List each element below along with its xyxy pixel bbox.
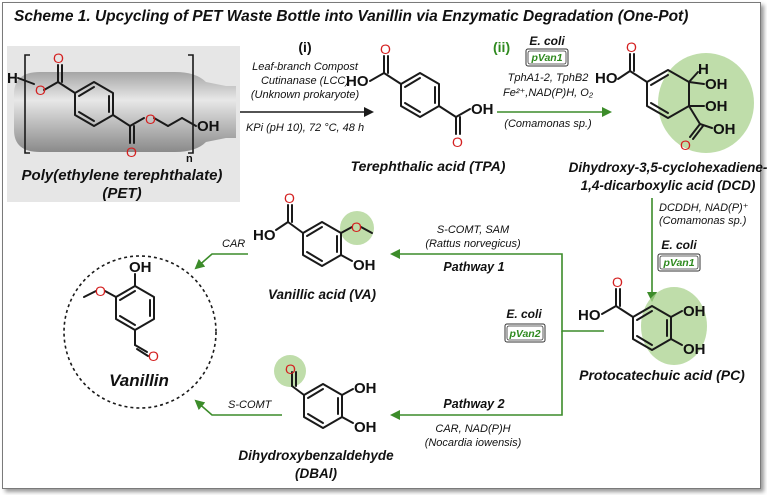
pc-ho: HO bbox=[578, 307, 601, 324]
pc-name: Protocatechuic acid (PC) bbox=[579, 367, 745, 383]
pet-right-bracket bbox=[188, 54, 194, 154]
dbal-name-line1: Dihydroxybenzaldehyde bbox=[238, 448, 394, 463]
pc-o: O bbox=[612, 274, 623, 290]
dcd-o-top: O bbox=[626, 39, 637, 55]
pet-o-chain: O bbox=[145, 111, 156, 127]
pet-o-top: O bbox=[53, 50, 64, 66]
dbal-vanillin-arrow bbox=[194, 399, 282, 416]
dbal-oh-1: OH bbox=[354, 380, 377, 397]
step-ii-label: (ii) bbox=[493, 39, 510, 55]
va-oh: OH bbox=[353, 257, 376, 274]
dbal-name-line2: (DBAl) bbox=[295, 466, 337, 481]
va-vanillin-enzyme: CAR bbox=[222, 238, 245, 250]
pathway-1-arrow bbox=[390, 249, 604, 332]
step-dcd-to-pc: DCDDH, NAD(P)⁺ (Comamonas sp.) E. coli p… bbox=[647, 198, 749, 302]
dbal-o: O bbox=[285, 361, 296, 377]
dcd-pc-host: E. coli bbox=[661, 238, 697, 252]
pet-oh-end: OH bbox=[197, 118, 220, 135]
step-i-enzyme-2: Cutinanase (LCC) bbox=[261, 75, 349, 87]
dbal-benzene-ring bbox=[303, 383, 343, 429]
dcd-h: H bbox=[698, 61, 709, 78]
step-i-organism: (Unknown prokaryote) bbox=[251, 89, 360, 101]
pc-highlight bbox=[641, 287, 707, 365]
vanillin-name: Vanillin bbox=[109, 371, 169, 390]
dbal-structure: O OH OH Dihydroxybenzaldehyde (DBAl) bbox=[238, 355, 394, 481]
pathway-2-enzymes: CAR, NAD(P)H bbox=[435, 423, 510, 435]
dcd-cooh-oh: OH bbox=[713, 121, 736, 138]
vanillin-dashed-circle bbox=[63, 255, 217, 409]
step-ii-enzymes: TphA1-2, TphB2 bbox=[508, 72, 589, 84]
step-ii-organism: (Comamonas sp.) bbox=[504, 118, 592, 130]
va-highlight bbox=[340, 211, 374, 245]
va-ho: HO bbox=[253, 227, 276, 244]
vanillin-benzene-ring bbox=[115, 285, 155, 331]
branch-arrows: E. coli pVan2 S-COMT, SAM (Rattus norveg… bbox=[390, 224, 604, 449]
tpa-benzene-ring bbox=[400, 72, 440, 118]
pet-n-label: n bbox=[186, 153, 193, 165]
va-structure: O HO O OH Vanillic acid (VA) bbox=[253, 190, 377, 302]
va-vanillin-arrow bbox=[194, 253, 248, 270]
to-vanillin-arrows: CAR S-COMT bbox=[194, 238, 282, 416]
dcd-pc-enzyme: DCDDH, NAD(P)⁺ bbox=[659, 202, 749, 214]
step-ii-cofactors: Fe²⁺,NAD(P)H, O₂ bbox=[503, 87, 594, 99]
dcd-name-line1: Dihydroxy-3,5-cyclohexadiene- bbox=[569, 160, 767, 175]
dcd-pc-organism: (Comamonas sp.) bbox=[659, 215, 747, 227]
pc-structure: O HO OH OH Protocatechuic acid (PC) bbox=[578, 274, 745, 383]
pet-h-end: H bbox=[7, 70, 18, 87]
dcd-structure: O HO H OH OH OH O Dihydroxy-3,5-cyclohex… bbox=[569, 39, 767, 193]
pathway-1-enzymes: S-COMT, SAM bbox=[437, 224, 510, 236]
step-i-enzyme-1: Leaf-branch Compost bbox=[252, 61, 359, 73]
step-i-label: (i) bbox=[298, 39, 311, 55]
pet-bottle-image bbox=[14, 72, 236, 152]
vanillin-oh: OH bbox=[129, 259, 152, 276]
step-ii-plasmid: pVan1 bbox=[530, 52, 562, 64]
pathway-2-organism: (Nocardia iowensis) bbox=[425, 437, 522, 449]
va-name: Vanillic acid (VA) bbox=[268, 287, 377, 302]
dcd-o-bottom: O bbox=[680, 137, 691, 153]
tpa-oh: OH bbox=[471, 101, 494, 118]
tpa-ho: HO bbox=[346, 73, 369, 90]
pc-oh-2: OH bbox=[683, 341, 706, 358]
pet-abbrev: (PET) bbox=[102, 185, 141, 202]
pet-structure: O O O O H OH n Poly(ethylene terephthala… bbox=[7, 46, 240, 202]
tpa-o-bottom: O bbox=[452, 134, 463, 150]
step-ii-host: E. coli bbox=[529, 34, 565, 48]
pathway-2-arrow bbox=[390, 331, 563, 420]
pc-oh-1: OH bbox=[683, 303, 706, 320]
va-benzene-ring bbox=[302, 221, 342, 267]
scheme-title: Scheme 1. Upcycling of PET Waste Bottle … bbox=[14, 8, 688, 25]
pathway-1-label: Pathway 1 bbox=[443, 260, 504, 274]
vanillin-o-methoxy: O bbox=[95, 283, 106, 299]
pathway-2-label: Pathway 2 bbox=[443, 397, 504, 411]
dcd-name-line2: 1,4-dicarboxylic acid (DCD) bbox=[581, 178, 756, 193]
dcd-pc-plasmid: pVan1 bbox=[662, 257, 694, 269]
tpa-name: Terephthalic acid (TPA) bbox=[351, 158, 506, 174]
dcd-oh-1: OH bbox=[705, 76, 728, 93]
vanillin-structure: OH O O Vanillin bbox=[63, 255, 217, 409]
pet-left-bracket bbox=[24, 54, 30, 154]
tpa-structure: O HO O OH Terephthalic acid (TPA) bbox=[346, 41, 506, 174]
dcd-oh-2: OH bbox=[705, 98, 728, 115]
pet-o-bottom: O bbox=[126, 144, 137, 160]
step-i-conditions: KPi (pH 10), 72 °C, 48 h bbox=[246, 122, 364, 134]
pet-name: Poly(ethylene terephthalate) bbox=[22, 167, 223, 184]
dcd-ho: HO bbox=[595, 70, 618, 87]
tpa-o-top: O bbox=[380, 41, 391, 57]
pet-o-link: O bbox=[35, 82, 46, 98]
branch-plasmid: pVan2 bbox=[508, 328, 540, 340]
dbal-vanillin-enzyme: S-COMT bbox=[228, 399, 273, 411]
branch-host: E. coli bbox=[506, 307, 542, 321]
va-o-methoxy: O bbox=[351, 219, 362, 235]
dbal-oh-2: OH bbox=[354, 419, 377, 436]
vanillin-o-aldehyde: O bbox=[148, 348, 159, 364]
step-ii: (ii) E. coli pVan1 TphA1-2, TphB2 Fe²⁺,N… bbox=[493, 34, 612, 130]
dbal-highlight bbox=[274, 355, 306, 387]
pathway-1-organism: (Rattus norvegicus) bbox=[425, 238, 521, 250]
va-o: O bbox=[284, 190, 295, 206]
step-i: (i) Leaf-branch Compost Cutinanase (LCC)… bbox=[240, 39, 374, 134]
